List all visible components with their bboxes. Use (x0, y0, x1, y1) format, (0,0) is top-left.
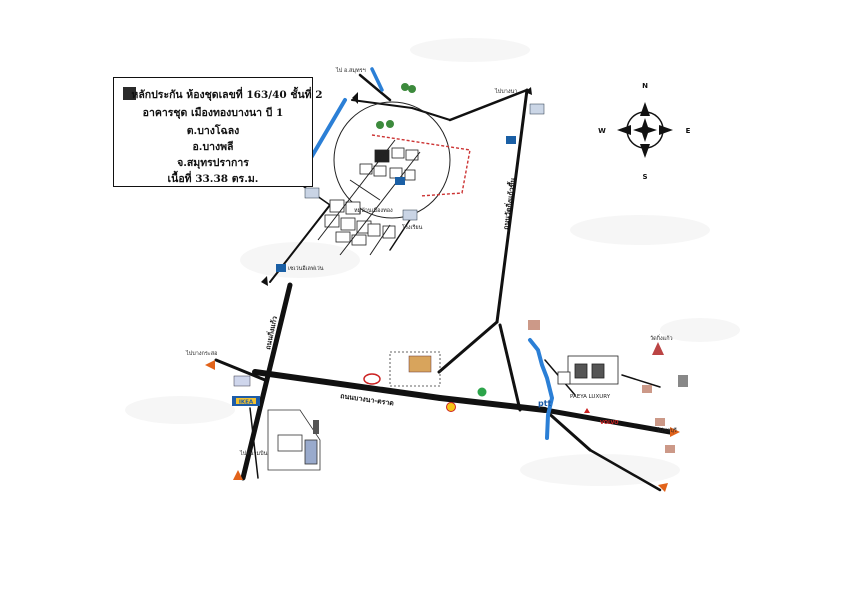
volvo-logo: VOLVO (600, 420, 619, 426)
esso-logo (363, 373, 381, 385)
arrow-southeast (658, 483, 668, 492)
road-label-bangna-trad: ถนนบางนา-ตราด (340, 392, 395, 408)
road-top-branch (448, 88, 529, 122)
label-school: โรงเรียน (402, 223, 423, 231)
legend-line-4: อ.บางพลี (192, 141, 234, 153)
road-northwest (358, 73, 392, 102)
legend-line-6: เนื้อที่ 33.38 ตร.ม. (167, 173, 259, 185)
legend-line-3: ต.บางโฉลง (186, 125, 240, 137)
house-icon (528, 320, 540, 330)
compass-e: E (686, 127, 691, 135)
road-east-diagonal (437, 320, 499, 374)
school-icon (402, 209, 418, 221)
label-to-suvarnabhumi: ไปสนามบิน (239, 450, 268, 457)
house-icon-2 (642, 385, 652, 393)
road-east-lower (498, 323, 522, 412)
road-south-west-arc (249, 407, 259, 479)
access-route (371, 134, 471, 197)
legend-line-2: อาคารชุด เมืองทองบางนา บี 1 (142, 107, 284, 119)
place-labels: ไป อ.สมุทรฯ ไปบางกระสอ ไปบางนา ไปชลบุรี … (185, 67, 677, 457)
store-icon (395, 177, 405, 185)
compass-s: S (642, 173, 647, 181)
road-south-east (588, 448, 662, 492)
road-label-bangphli: ถนนวัดกิ่งแก้วขึ้น (499, 177, 517, 230)
building-cluster (324, 147, 419, 246)
label-seven-eleven: เซเว่นอีเลฟเว่น (288, 265, 324, 272)
label-temple: วัดกิ่งแก้ว (650, 334, 673, 342)
road-bangna-trad-west (252, 369, 443, 401)
road-to-north-left (351, 99, 413, 109)
main-roads (214, 73, 673, 492)
road-bangna-trad-mid (437, 395, 548, 413)
road-north-diagonal (411, 107, 451, 121)
compass-n: N (642, 82, 648, 90)
ikea-label: IKEA (239, 400, 254, 406)
legend-line-1: หลักประกัน ห้องชุดเลขที่ 163/40 ชั้นที่ … (131, 89, 323, 101)
lot-southwest (267, 409, 321, 471)
property-legend: หลักประกัน ห้องชุดเลขที่ 163/40 ชั้นที่ … (113, 77, 323, 187)
seven-eleven-icon (276, 264, 286, 272)
road-local-1 (389, 214, 414, 251)
ptt-logo: ptt (538, 399, 552, 408)
property-swatch (123, 87, 136, 100)
gas-station-icon (477, 387, 487, 397)
mall-icon (233, 375, 251, 387)
label-to-bangkok: ไปบางกระสอ (185, 350, 217, 357)
label-muang-thong: หมู่บ้านเมืองทอง (354, 207, 393, 214)
road-to-bangna (543, 408, 592, 452)
arrow-southwest (233, 470, 243, 480)
canal-east (528, 338, 555, 440)
legend-line-5: จ.สมุทรปราการ (177, 157, 249, 169)
road-vertical-west (240, 282, 293, 481)
hospital-icon (304, 187, 320, 199)
arrow-west (205, 360, 215, 370)
house-icon-4 (665, 445, 675, 453)
road-east-vertical (495, 88, 529, 324)
lot-east (557, 355, 619, 385)
tree-icon (376, 83, 416, 129)
bank-icon (506, 136, 516, 144)
temple-icon-2 (678, 375, 688, 387)
label-to-chonburi: ไปชลบุรี (656, 427, 677, 434)
landmarks: IKEA ptt VOLVO (232, 83, 688, 453)
small-arrow-markers (261, 87, 532, 286)
label-paeya: PAEYA LUXURY (570, 394, 611, 400)
arrow-east (670, 427, 680, 437)
compass-rose: N S W E (598, 82, 690, 181)
compass-w: W (598, 127, 606, 135)
road-west-diagonal (214, 358, 267, 382)
road-bangna-trad-east (542, 407, 673, 435)
label-to-samutprakan: ไป อ.สมุทรฯ (335, 67, 366, 74)
lot-boundary-1 (389, 351, 441, 387)
mitsubishi-logo (584, 408, 590, 413)
subject-building (374, 149, 390, 163)
canal-top (370, 67, 384, 92)
road-right-stub (621, 374, 661, 388)
house-icon-3 (655, 418, 665, 426)
office-icon (529, 103, 545, 115)
local-streets (317, 139, 421, 256)
direction-arrows (205, 360, 680, 492)
traffic-light-icon (313, 420, 319, 434)
project-radius-circle (333, 101, 451, 219)
temple-icon (652, 342, 664, 355)
label-to-bangna: ไปบางนา (494, 88, 517, 95)
hotel-icon (408, 355, 432, 373)
shell-logo (446, 402, 456, 412)
